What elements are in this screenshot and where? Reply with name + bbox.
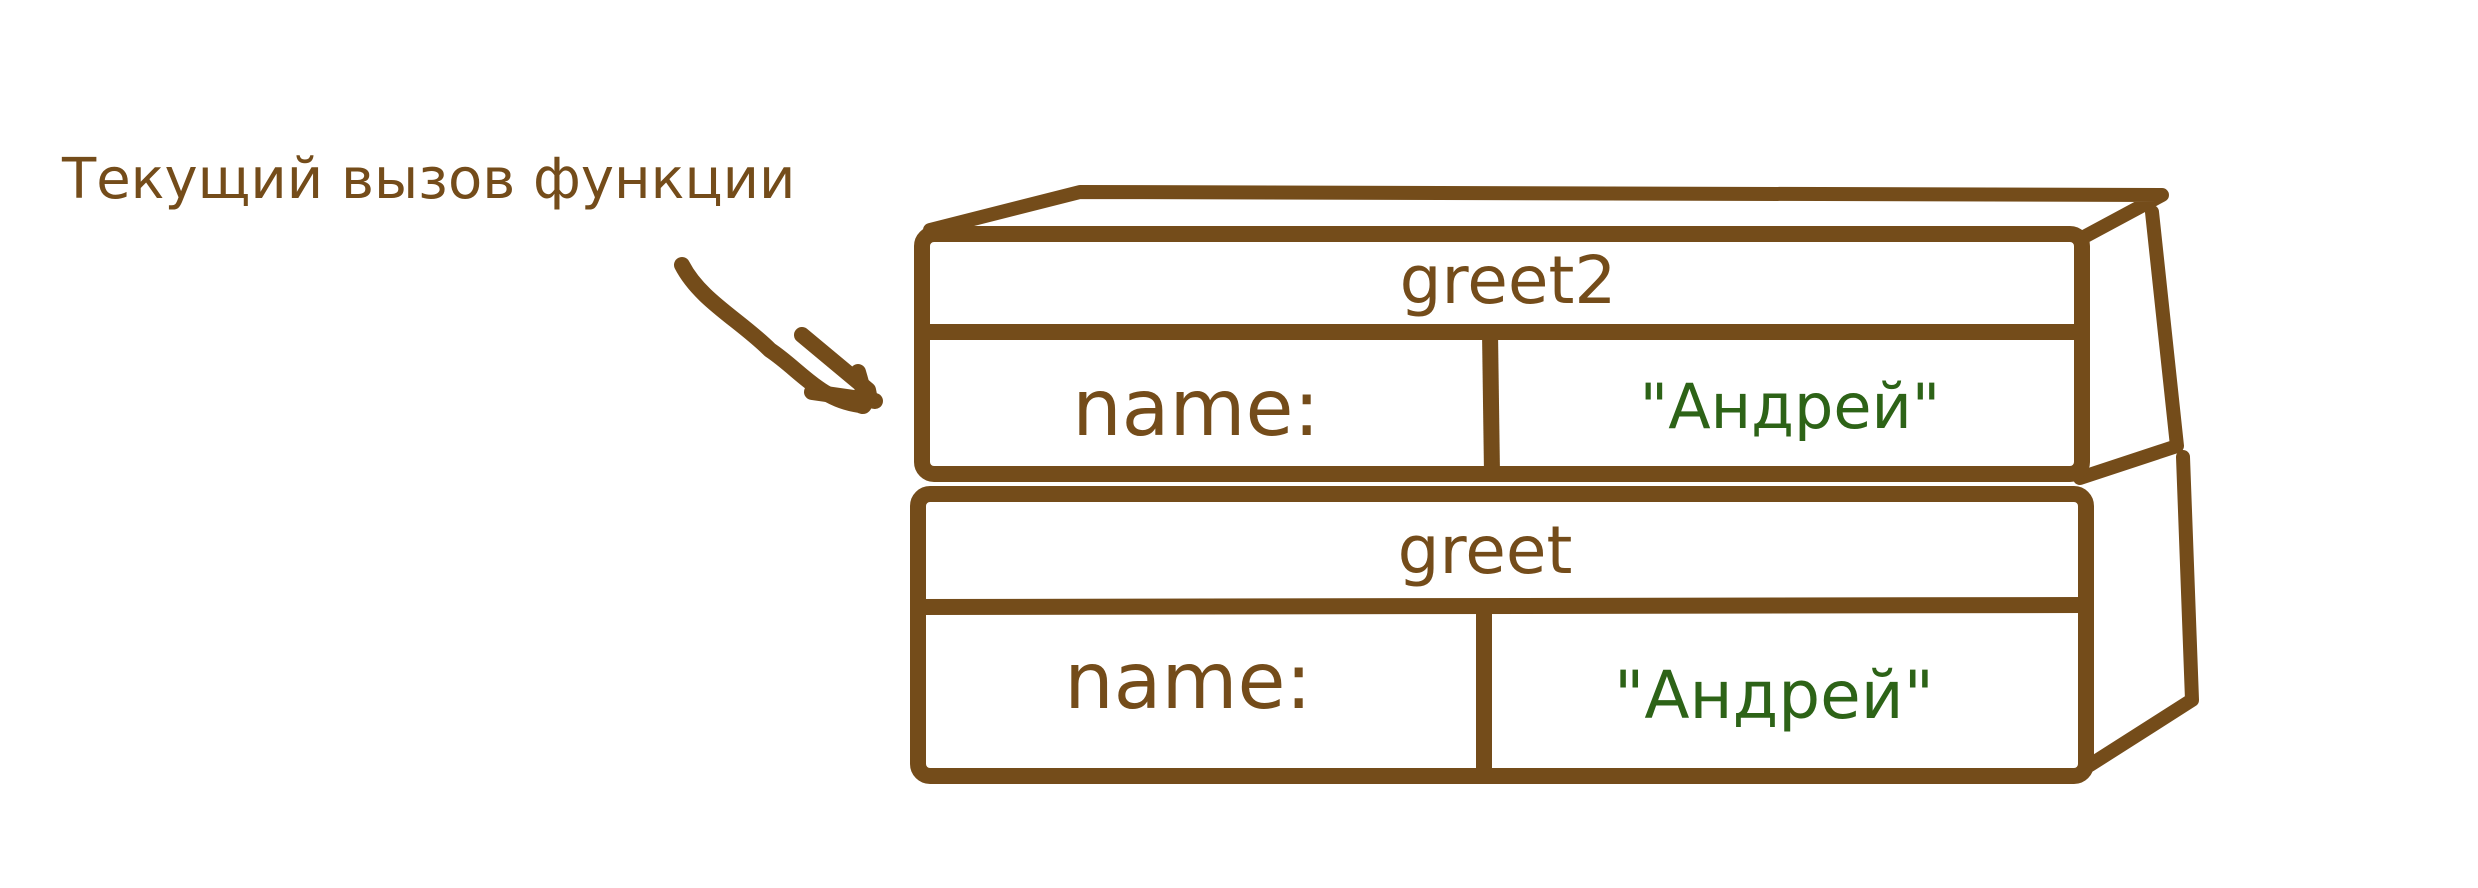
function-name: greet2 (1400, 242, 1617, 319)
stack-frame-greet2: greet2 name: "Андрей" (914, 226, 2090, 482)
function-name: greet (1398, 512, 1573, 589)
variable-name: name: (1064, 637, 1311, 727)
frame-border (910, 486, 2094, 784)
current-call-annotation: Текущий вызов функции (61, 147, 795, 212)
frame-column-divider (1482, 331, 1500, 475)
stack-box-outline (923, 185, 2199, 772)
variable-value: "Андрей" (1614, 657, 1934, 734)
variable-value: "Андрей" (1640, 370, 1941, 443)
current-call-arrow (674, 257, 883, 415)
frame-header-divider (917, 597, 2087, 615)
frame-border (914, 226, 2090, 482)
variable-name: name: (1072, 364, 1319, 454)
stack-frame-greet: greet name: "Андрей" (910, 486, 2094, 784)
